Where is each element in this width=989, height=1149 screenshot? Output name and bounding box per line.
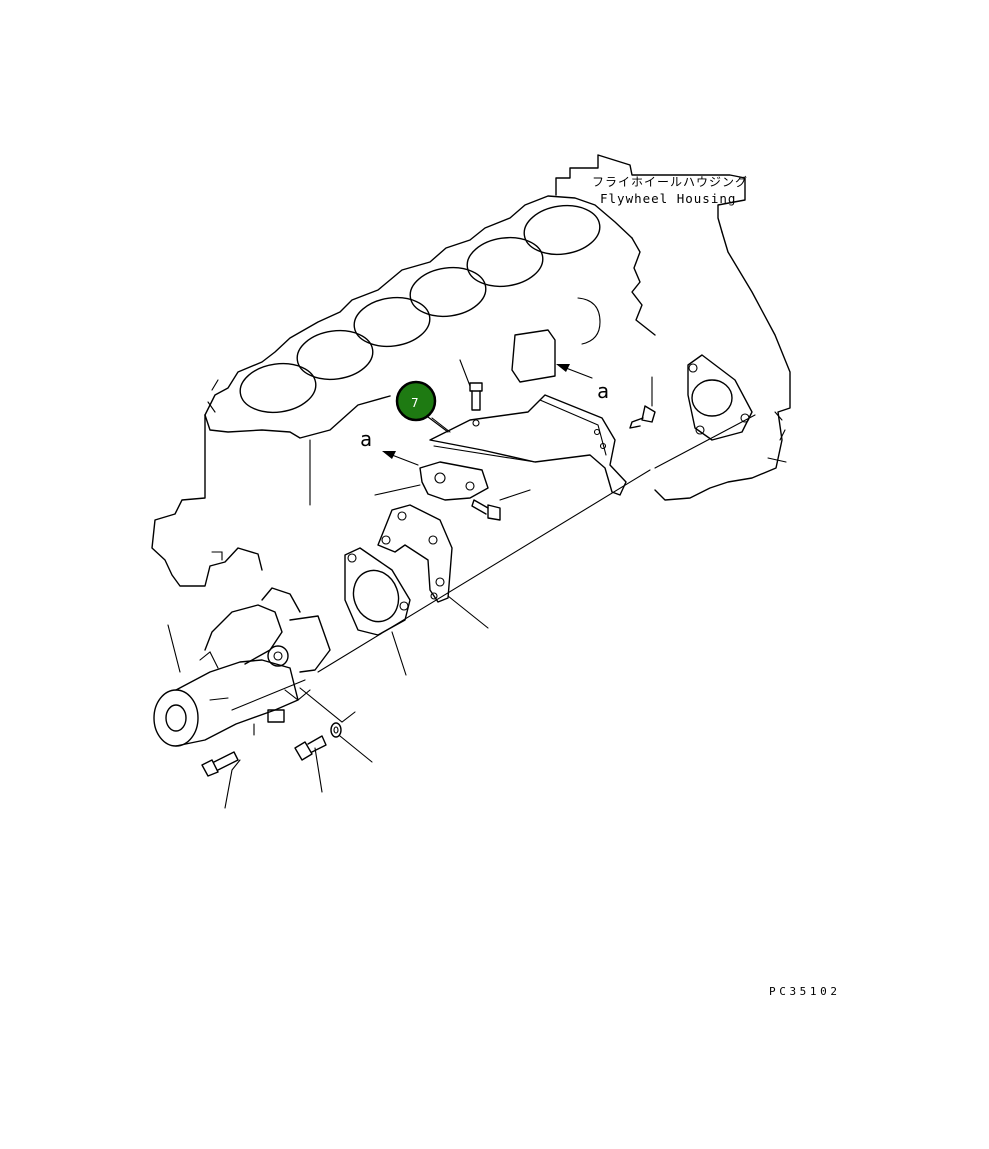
callout-number: 7 [411,396,419,410]
washer [330,722,342,738]
leader-lines [167,359,756,809]
flywheel-housing-label-en: Flywheel Housing [600,191,736,206]
engine-block [151,195,791,587]
bolt-starter-right [294,735,327,761]
flywheel-housing-label-jp: フライホイールハウジング [592,175,748,189]
bolt-starter-left [201,751,239,777]
bolt-bracket [471,499,501,521]
starter-bracket [429,394,627,496]
bolt-top [469,382,483,411]
callout-badge-circle [395,380,437,422]
view-ref-a-left: a [360,427,372,451]
adapter-plate [419,461,489,501]
starter-motor [153,587,331,747]
callout-badge[interactable]: 7 [395,380,449,433]
view-ref-a-right: a [597,379,609,403]
bolt-right [629,405,656,429]
view-arrow-a-left: a [360,427,419,466]
mounting-plate [377,504,453,603]
gasket [344,547,411,636]
drawing-number: PC35102 [769,985,841,998]
view-arrow-a-right: a [556,364,609,403]
flywheel-housing-label: フライホイールハウジング Flywheel Housing [555,154,748,233]
